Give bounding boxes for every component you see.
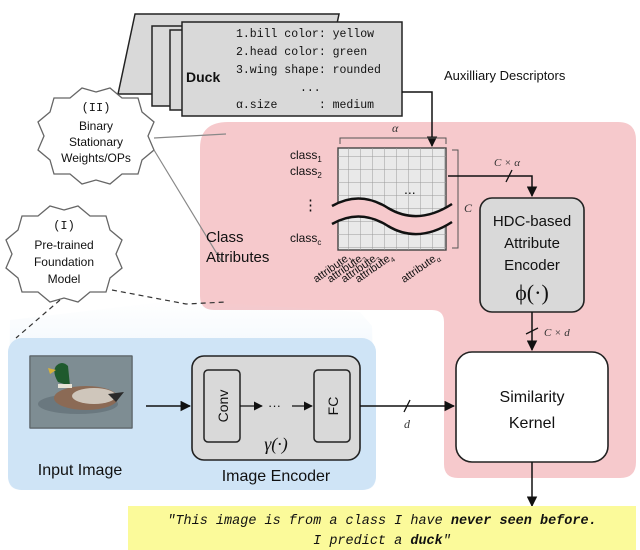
class-row-c: classc	[290, 231, 321, 247]
descriptor-line-1: 1.bill color: yellow	[236, 28, 374, 41]
alpha-dimension: α	[392, 121, 399, 135]
c-alpha-dimension: C × α	[494, 157, 520, 169]
c-d-dimension: C × d	[544, 327, 570, 339]
input-duck-photo	[29, 355, 133, 429]
c-brace	[452, 149, 459, 249]
class-row-1: class1	[290, 148, 322, 164]
binary-weights-line-1: Binary	[79, 119, 113, 133]
similarity-kernel	[455, 351, 609, 463]
pretrained-model-badge	[5, 205, 123, 303]
c-dimension: C	[464, 201, 473, 215]
descriptor-card	[181, 21, 403, 117]
descriptor-card-stack	[117, 13, 403, 117]
grid-hdots: ...	[404, 181, 416, 197]
hdc-encoder-line-3: Encoder	[504, 257, 560, 274]
duck-label: Duck	[186, 69, 220, 85]
descriptor-line-5: α.size : medium	[236, 99, 374, 112]
d-tick	[403, 399, 411, 413]
descriptor-line-3: 3.wing shape: rounded	[236, 64, 381, 77]
similarity-kernel-line-1: Similarity	[500, 389, 565, 406]
fc-label: FC	[325, 397, 341, 416]
c-alpha-tick	[505, 169, 513, 183]
binary-weights-tag: (II)	[82, 101, 111, 115]
binary-weights-line-3: Weights/OPs	[61, 151, 131, 165]
binary-weights-connector	[153, 133, 227, 263]
class-row-vdots: ⋮	[303, 197, 318, 214]
image-encoder-label: Image Encoder	[222, 468, 331, 485]
pretrained-model-line-3: Model	[48, 272, 81, 286]
input-image-label: Input Image	[38, 462, 123, 479]
prediction-line-2: I predict a duck"	[313, 534, 451, 549]
similarity-kernel-line-2: Kernel	[509, 415, 555, 432]
pretrained-model-connector	[15, 289, 227, 339]
grid-wave-break	[332, 198, 452, 235]
descriptor-line-2: 2.head color: green	[236, 46, 367, 59]
prediction-output	[128, 506, 636, 550]
binary-weights-badge	[37, 87, 155, 185]
pretrained-model-tag: (I)	[53, 219, 75, 233]
alpha-brace	[339, 137, 447, 144]
pretrained-model-line-2: Foundation	[34, 255, 94, 269]
conv-label: Conv	[215, 390, 231, 423]
descriptor-arrow	[402, 91, 438, 148]
auxiliary-descriptors-caption: Auxilliary Descriptors	[444, 68, 566, 83]
grid-to-encoder-arrow	[448, 175, 538, 198]
encoder-dots: ···	[268, 398, 281, 413]
class-attributes-label-2: Attributes	[206, 249, 269, 266]
hdc-encoder-function: ϕ(·)	[515, 280, 549, 305]
pretrained-model-line-1: Pre-trained	[34, 238, 93, 252]
descriptor-line-4: ...	[300, 82, 321, 95]
hdc-encoder-line-1: HDC-based	[493, 213, 571, 230]
class-attributes-label-1: Class	[206, 229, 244, 246]
prediction-line-1: "This image is from a class I have never…	[167, 514, 596, 529]
hdc-encoder-line-2: Attribute	[504, 235, 560, 252]
binary-weights-line-2: Stationary	[69, 135, 123, 149]
grid-wave-lines	[331, 197, 453, 236]
class-row-2: class2	[290, 164, 322, 180]
c-d-tick	[525, 327, 539, 335]
d-dimension: d	[404, 417, 411, 431]
image-encoder-function: γ(·)	[264, 434, 288, 455]
fc-layer	[313, 369, 351, 443]
